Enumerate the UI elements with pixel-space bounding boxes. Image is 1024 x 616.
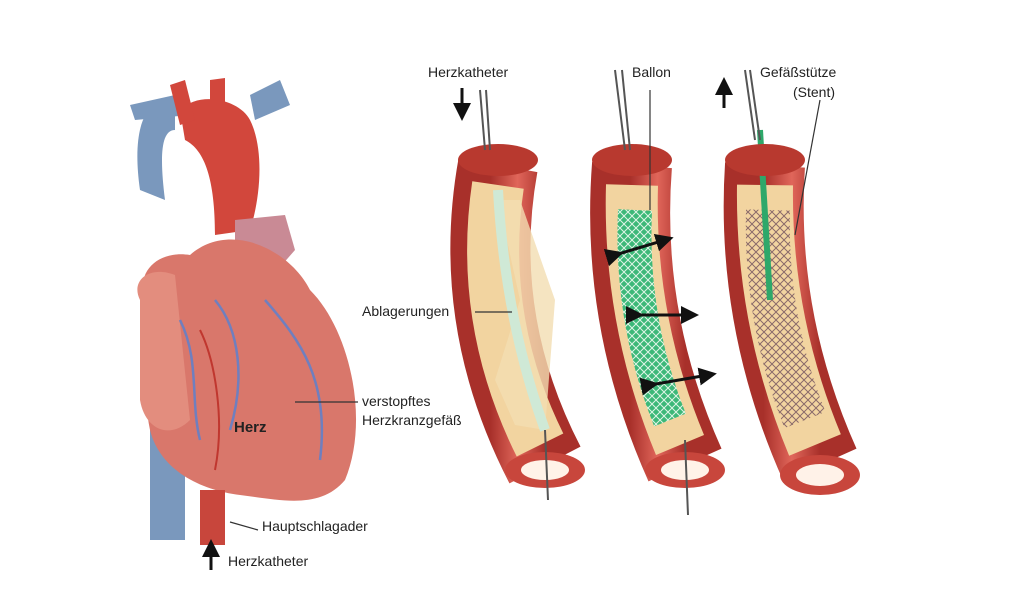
- label-catheter-bottom: Herzkatheter: [228, 553, 309, 569]
- leader-lines: [229, 90, 821, 531]
- label-stent-line2: (Stent): [793, 84, 836, 100]
- vessel-with-stent: [723, 69, 860, 495]
- label-stent-line1: Gefäßstütze: [760, 64, 837, 80]
- label-catheter-top: Herzkatheter: [428, 64, 509, 80]
- vessel-with-balloon: [590, 69, 725, 516]
- label-heart: Herz: [234, 419, 267, 436]
- heart-illustration: [130, 78, 357, 545]
- vessel-with-catheter: [450, 89, 585, 501]
- label-balloon: Ballon: [632, 64, 671, 80]
- label-blocked-line2: Herzkranzgefäß: [362, 412, 462, 428]
- label-deposits: Ablagerungen: [362, 303, 450, 319]
- label-blocked-line1: verstopftes: [362, 393, 431, 409]
- expansion-arrows: [603, 233, 717, 396]
- label-aorta: Hauptschlagader: [262, 518, 368, 534]
